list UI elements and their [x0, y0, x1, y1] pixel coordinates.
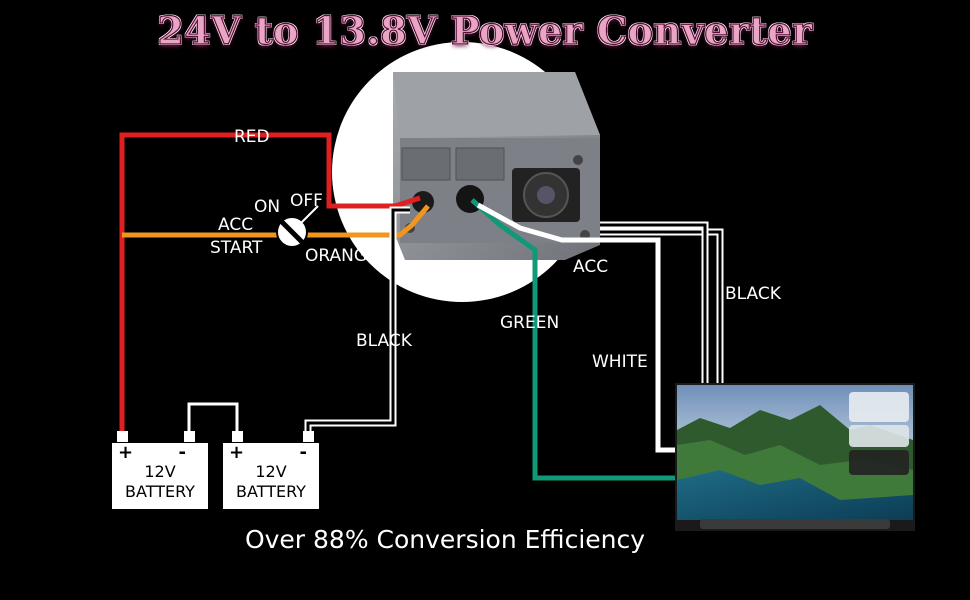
ignition-switch-icon — [276, 216, 308, 248]
red-wire — [119, 132, 421, 432]
battery-2-plus-sign: + — [229, 442, 245, 463]
display-screen-image — [675, 383, 915, 531]
efficiency-caption: Over 88% Conversion Efficiency — [244, 525, 646, 554]
battery-1-name: BATTERY — [125, 482, 195, 501]
battery-jumper — [187, 402, 239, 432]
red-wire-label: RED — [234, 127, 270, 147]
battery-1: + - 12V BATTERY — [112, 431, 208, 509]
battery-1-label: 12V BATTERY — [112, 462, 208, 502]
battery-2-voltage: 12V — [255, 462, 287, 481]
switch-off-label: OFF — [290, 191, 323, 211]
converter-unit — [393, 72, 600, 260]
black-wire-left-label: BLACK — [356, 331, 412, 351]
white-wire-label: WHITE — [592, 352, 648, 372]
switch-on-label: ON — [254, 197, 281, 217]
battery-1-minus-sign: - — [178, 442, 186, 463]
black-wire-right-label: BLACK — [725, 284, 781, 304]
switch-acc-label: ACC — [218, 215, 254, 235]
battery-1-plus-sign: + — [118, 442, 134, 463]
acc-wire-label: ACC — [573, 257, 609, 277]
battery-2-positive-terminal — [232, 431, 243, 442]
orange-wire-label: ORANGE — [305, 246, 378, 266]
page-title: 24V to 13.8V Power Converter — [157, 7, 813, 53]
battery-1-voltage: 12V — [144, 462, 176, 481]
battery-1-negative-terminal — [184, 431, 195, 442]
battery-2: + - 12V BATTERY — [223, 431, 319, 509]
battery-2-minus-sign: - — [299, 442, 307, 463]
green-wire-label: GREEN — [500, 313, 560, 333]
switch-start-label: START — [210, 238, 263, 258]
battery-2-name: BATTERY — [236, 482, 306, 501]
battery-1-positive-terminal — [117, 431, 128, 442]
battery-2-label: 12V BATTERY — [223, 462, 319, 502]
battery-2-negative-terminal — [303, 431, 314, 442]
green-wire — [470, 198, 680, 481]
white-wire — [476, 202, 680, 453]
